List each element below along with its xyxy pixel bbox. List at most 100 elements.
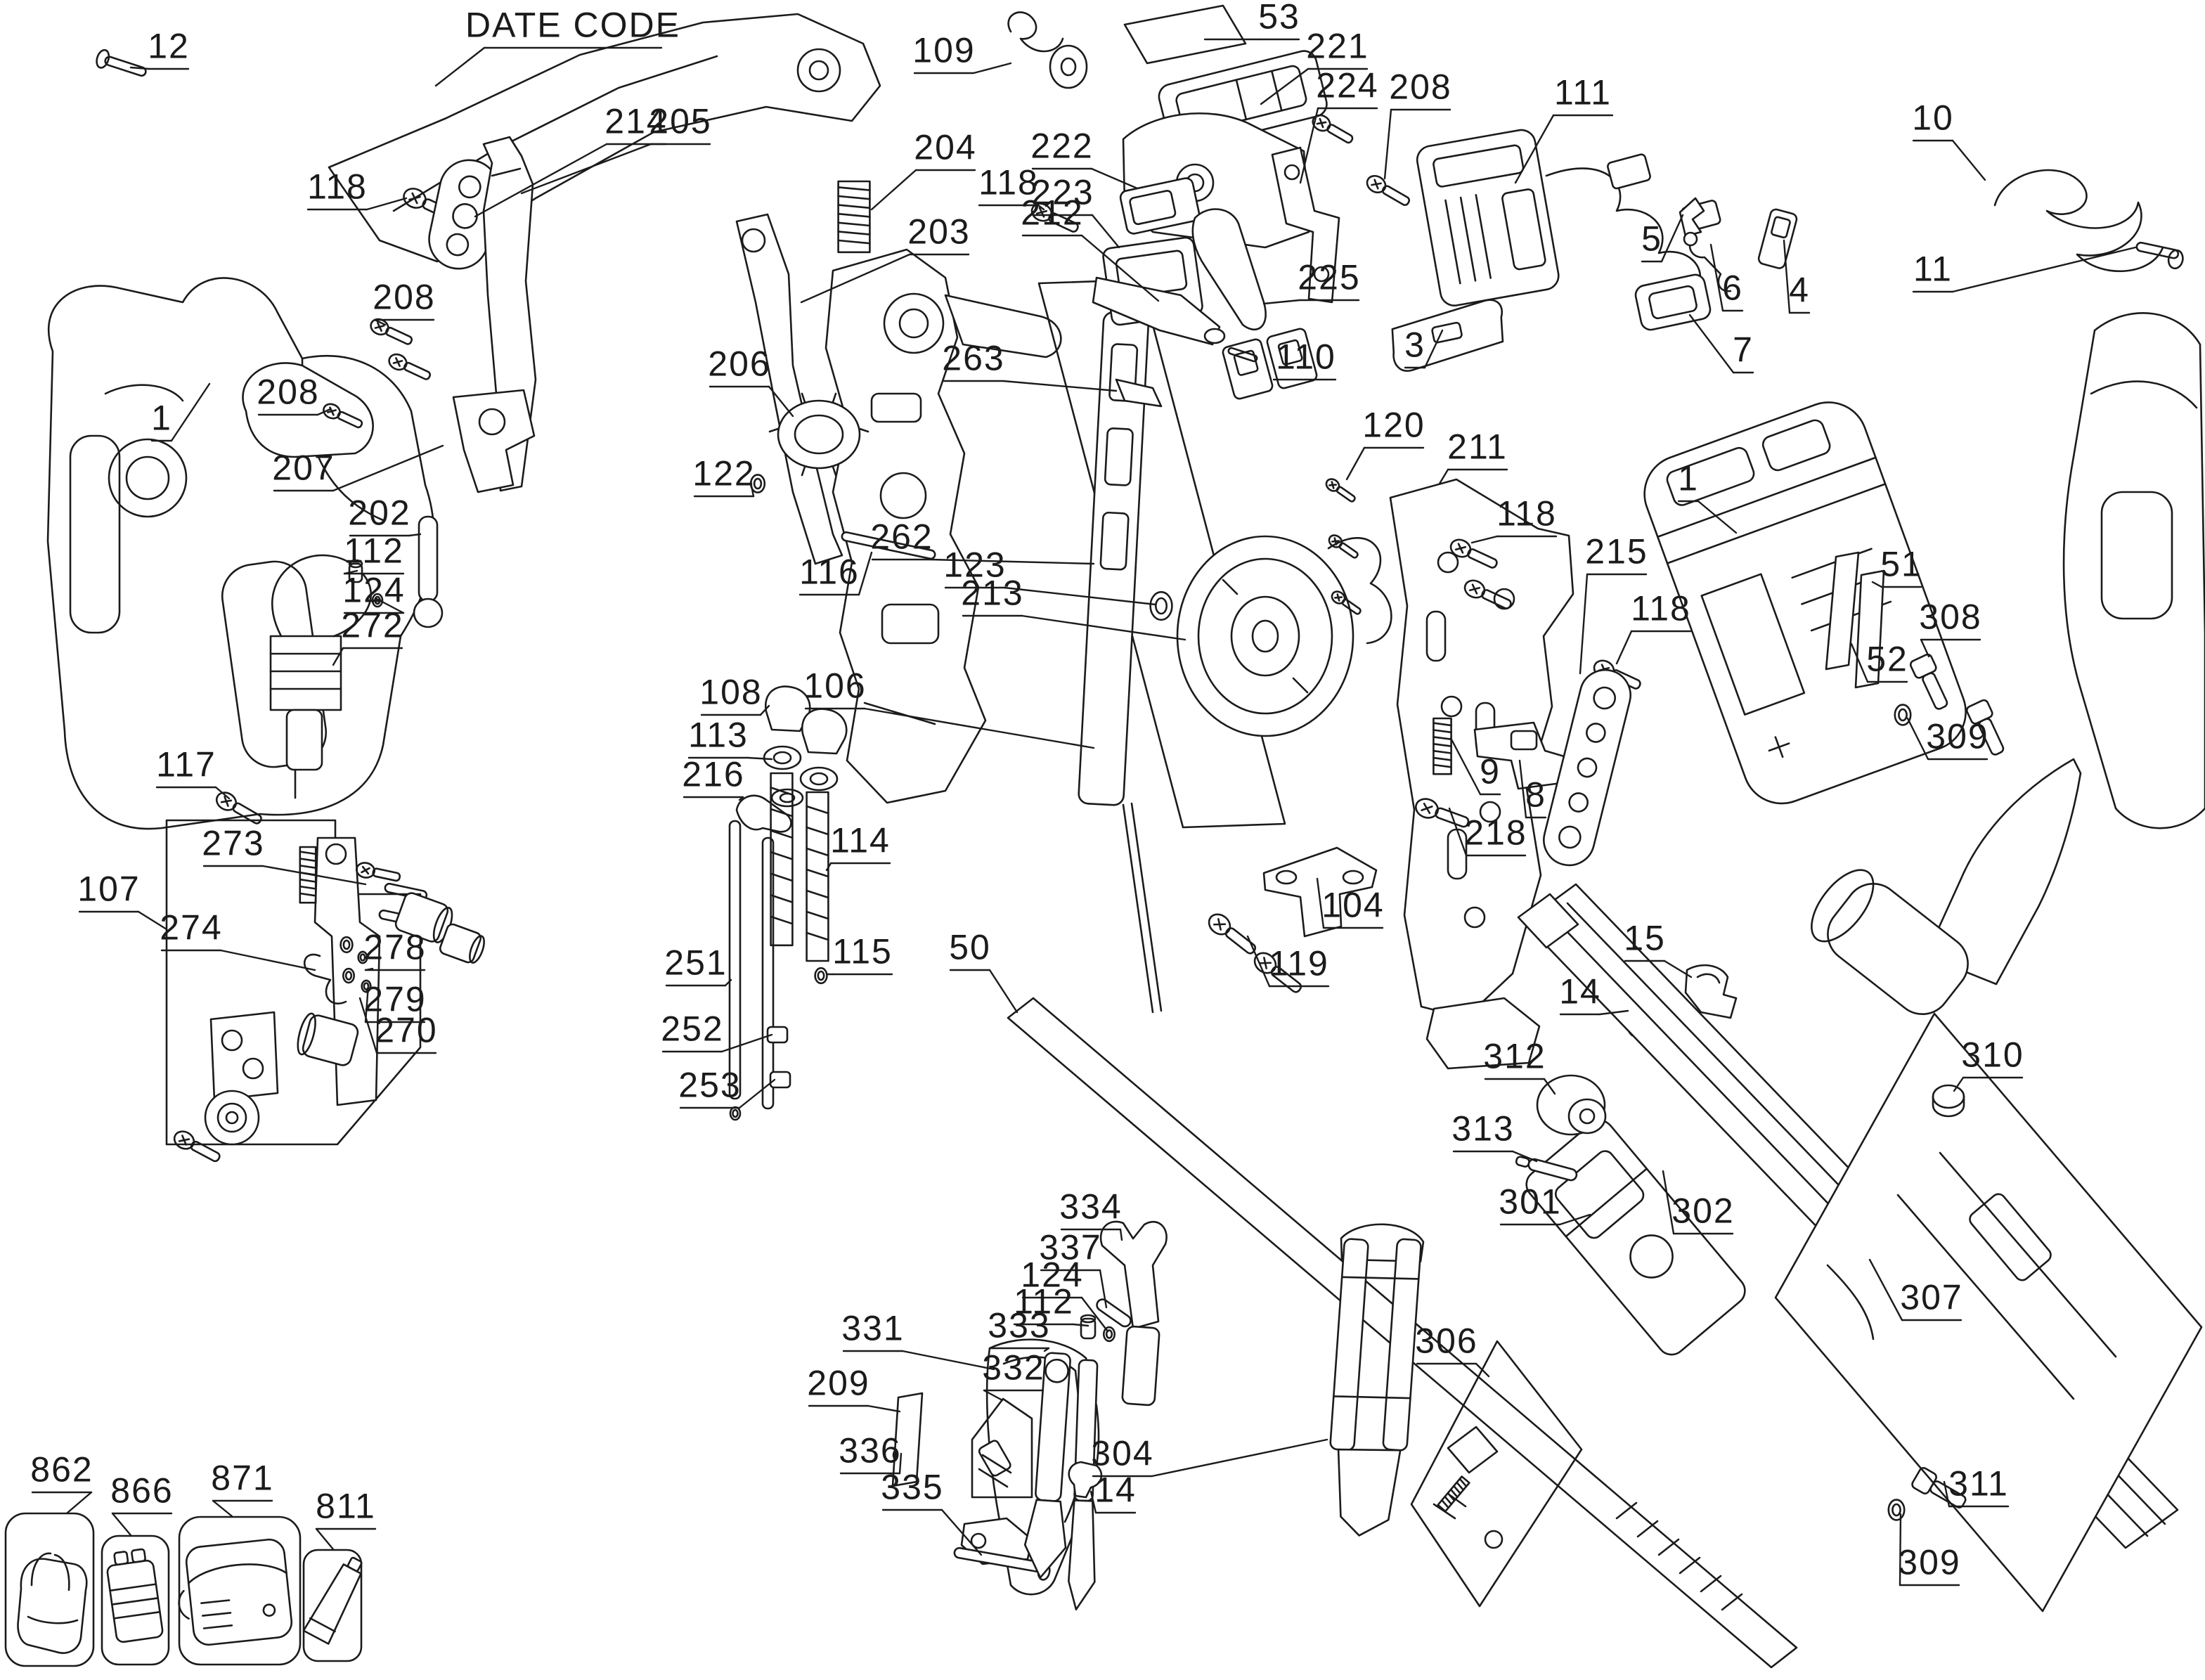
- part-label-302-67: 302: [1671, 1191, 1735, 1231]
- part-label-118-54: 118: [1631, 588, 1691, 628]
- part-label-8-57: 8: [1525, 775, 1546, 815]
- part-label-11-95: 11: [1913, 249, 1953, 289]
- part-label-334-75: 334: [1059, 1187, 1123, 1227]
- part-label-203-6: 203: [907, 212, 971, 252]
- part-label-331-73: 331: [841, 1308, 905, 1348]
- part-washers-113: [764, 747, 837, 806]
- part-label-120-50: 120: [1362, 405, 1425, 445]
- part-harness-wire: [1546, 169, 1700, 288]
- part-keys-110: [1222, 328, 1318, 400]
- part-label-311-70: 311: [1948, 1463, 2009, 1504]
- part-link-6: [1684, 233, 1731, 291]
- part-label-1-55: 1: [1678, 458, 1699, 498]
- part-label-309-88: 309: [1926, 716, 1989, 756]
- part-label-301-66: 301: [1499, 1182, 1562, 1222]
- part-label-306-72: 306: [1415, 1321, 1478, 1361]
- kit-box-811: [304, 1550, 370, 1661]
- part-label-310-68: 310: [1961, 1035, 2024, 1075]
- part-label-1-11: 1: [151, 398, 172, 438]
- part-label-110-49: 110: [1276, 337, 1336, 377]
- part-rod-202: [414, 517, 442, 627]
- part-flywheel-213: [1177, 536, 1353, 736]
- part-label-116-35: 116: [799, 552, 860, 592]
- part-label-12-0: 12: [148, 26, 190, 66]
- part-label-115-33: 115: [832, 931, 893, 971]
- part-label-253-31: 253: [678, 1065, 742, 1105]
- part-rods-251: [730, 821, 790, 1120]
- part-label-216-28: 216: [682, 754, 745, 794]
- part-label-208-44: 208: [1389, 67, 1452, 107]
- part-cylinder-nose: [1800, 860, 1979, 1026]
- part-label-215-53: 215: [1585, 531, 1648, 571]
- part-label-224-43: 224: [1316, 65, 1379, 105]
- part-label-304-83: 304: [1091, 1433, 1154, 1473]
- part-label-208-9: 208: [373, 277, 436, 317]
- part-nut-310: [1933, 1085, 1964, 1116]
- part-label-337-76: 337: [1039, 1227, 1102, 1267]
- part-label-272-18: 272: [341, 605, 404, 645]
- part-label-6-90: 6: [1722, 268, 1743, 308]
- part-label-263-37: 263: [942, 338, 1005, 378]
- part-label-124-17: 124: [342, 570, 406, 610]
- part-roller-312: [1537, 1075, 1605, 1135]
- part-nose-301: [1521, 1115, 1751, 1360]
- part-sticker-51: [1856, 571, 1884, 687]
- part-link-215: [1539, 665, 1636, 871]
- part-sticker-53: [1125, 6, 1246, 63]
- part-cover-307: [1776, 1014, 2201, 1611]
- part-gear-206: [770, 394, 868, 475]
- part-label-270-25: 270: [375, 1010, 438, 1050]
- part-label-211-51: 211: [1447, 427, 1508, 467]
- part-label-336-81: 336: [839, 1430, 902, 1471]
- part-label-866-97: 866: [110, 1471, 174, 1511]
- part-label-862-96: 862: [30, 1449, 93, 1490]
- part-plunger-4: [1757, 208, 1797, 269]
- part-button-222: [1119, 177, 1201, 235]
- part-label-213-39: 213: [961, 573, 1024, 613]
- part-label-307-69: 307: [1900, 1277, 1963, 1317]
- part-label-118-7: 118: [978, 162, 1039, 202]
- part-sticker-52: [1826, 553, 1858, 669]
- part-label-14-63: 14: [1559, 971, 1601, 1012]
- part-label-122-14: 122: [692, 453, 756, 493]
- part-clip-14b: [1069, 1462, 1101, 1497]
- part-label-114-32: 114: [830, 820, 891, 860]
- part-lever-203: [737, 214, 842, 564]
- part-label-202-15: 202: [348, 493, 411, 533]
- part-bracket-224: [1272, 148, 1339, 302]
- part-label-123-38: 123: [943, 545, 1007, 585]
- part-bracket-104: [1264, 848, 1376, 936]
- part-flywheel-wire: [1328, 538, 1391, 643]
- part-label-218-58: 218: [1464, 813, 1527, 853]
- part-label-205-4: 205: [649, 101, 712, 141]
- part-label-118-52: 118: [1496, 493, 1557, 534]
- part-label-112-16: 112: [344, 531, 404, 571]
- part-switch-111: [1415, 128, 1560, 308]
- part-label-119-60: 119: [1269, 943, 1329, 983]
- part-label-225-48: 225: [1298, 257, 1361, 297]
- part-label-333-79: 333: [988, 1305, 1051, 1345]
- part-label-53-41: 53: [1258, 0, 1300, 37]
- part-wireform-10: [1995, 170, 2163, 271]
- part-label-4-91: 4: [1789, 270, 1810, 310]
- part-label-223-47: 223: [1031, 172, 1094, 212]
- part-label-108-26: 108: [699, 672, 763, 712]
- part-rear-housing: [1926, 313, 2205, 984]
- part-label-111-45: 111: [1553, 72, 1612, 112]
- part-label-313-65: 313: [1451, 1109, 1515, 1149]
- part-label-7-92: 7: [1733, 330, 1754, 370]
- part-label-309-71: 309: [1898, 1542, 1961, 1582]
- part-clip-263: [1116, 380, 1161, 406]
- part-clip-109: [1009, 12, 1087, 88]
- part-label-date-code-1: DATE CODE: [465, 5, 680, 45]
- part-solenoid-272: [271, 555, 371, 798]
- part-label-124-77: 124: [1021, 1255, 1084, 1295]
- part-label-52-87: 52: [1866, 639, 1908, 679]
- part-cone-212: [1093, 278, 1259, 363]
- kit-box-862: [6, 1513, 93, 1666]
- part-rails-304: [1321, 1222, 1425, 1539]
- kit-box-871: [174, 1517, 300, 1665]
- part-connector-a: [1607, 153, 1651, 189]
